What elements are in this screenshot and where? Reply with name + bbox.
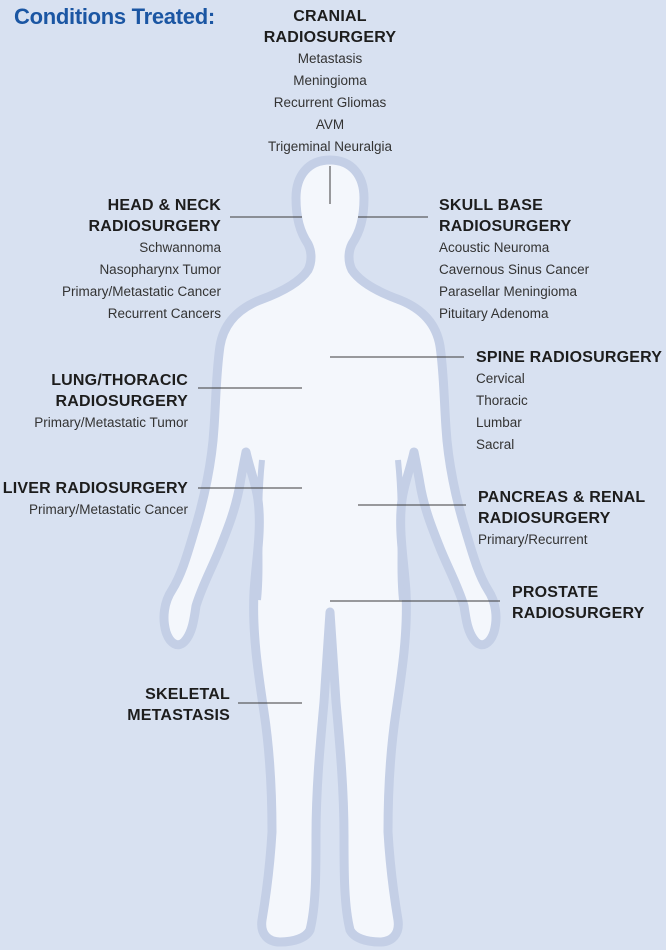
head-neck-block: HEAD & NECK RADIOSURGERY Schwannoma Naso…: [62, 195, 221, 325]
spine-block: SPINE RADIOSURGERY Cervical Thoracic Lum…: [476, 347, 662, 456]
head-neck-item: Recurrent Cancers: [62, 303, 221, 325]
page-title: Conditions Treated:: [14, 4, 215, 30]
prostate-heading-line-2: RADIOSURGERY: [512, 603, 645, 624]
pancreas-block: PANCREAS & RENAL RADIOSURGERY Primary/Re…: [478, 487, 645, 551]
skull-base-block: SKULL BASE RADIOSURGERY Acoustic Neuroma…: [439, 195, 589, 325]
lung-block: LUNG/THORACIC RADIOSURGERY Primary/Metas…: [34, 370, 188, 434]
lung-heading-line-2: RADIOSURGERY: [34, 391, 188, 412]
cranial-item: Meningioma: [230, 70, 430, 92]
spine-heading: SPINE RADIOSURGERY: [476, 347, 662, 368]
spine-item: Thoracic: [476, 390, 662, 412]
prostate-heading-line-1: PROSTATE: [512, 582, 645, 603]
prostate-block: PROSTATE RADIOSURGERY: [512, 582, 645, 624]
cranial-block: CRANIAL RADIOSURGERY Metastasis Meningio…: [230, 6, 430, 158]
arm-separation-left: [258, 460, 262, 600]
skull-base-heading-line-1: SKULL BASE: [439, 195, 589, 216]
skeletal-heading-line-1: SKELETAL: [127, 684, 230, 705]
skeletal-block: SKELETAL METASTASIS: [127, 684, 230, 726]
head-neck-heading-line-2: RADIOSURGERY: [62, 216, 221, 237]
cranial-heading-line-2: RADIOSURGERY: [230, 27, 430, 48]
liver-heading: LIVER RADIOSURGERY: [3, 478, 188, 499]
pancreas-heading-line-2: RADIOSURGERY: [478, 508, 645, 529]
head-neck-heading-line-1: HEAD & NECK: [62, 195, 221, 216]
head-neck-item: Primary/Metastatic Cancer: [62, 281, 221, 303]
liver-item: Primary/Metastatic Cancer: [3, 499, 188, 521]
skull-base-item: Parasellar Meningioma: [439, 281, 589, 303]
head-neck-item: Schwannoma: [62, 237, 221, 259]
skull-base-item: Acoustic Neuroma: [439, 237, 589, 259]
lung-item: Primary/Metastatic Tumor: [34, 412, 188, 434]
spine-item: Lumbar: [476, 412, 662, 434]
skull-base-item: Cavernous Sinus Cancer: [439, 259, 589, 281]
skull-base-item: Pituitary Adenoma: [439, 303, 589, 325]
cranial-heading-line-1: CRANIAL: [230, 6, 430, 27]
spine-item: Cervical: [476, 368, 662, 390]
pancreas-heading-line-1: PANCREAS & RENAL: [478, 487, 645, 508]
skeletal-heading-line-2: METASTASIS: [127, 705, 230, 726]
skull-base-heading-line-2: RADIOSURGERY: [439, 216, 589, 237]
cranial-item: AVM: [230, 114, 430, 136]
pancreas-item: Primary/Recurrent: [478, 529, 645, 551]
lung-heading-line-1: LUNG/THORACIC: [34, 370, 188, 391]
spine-item: Sacral: [476, 434, 662, 456]
liver-block: LIVER RADIOSURGERY Primary/Metastatic Ca…: [3, 478, 188, 521]
cranial-item: Metastasis: [230, 48, 430, 70]
cranial-item: Recurrent Gliomas: [230, 92, 430, 114]
head-neck-item: Nasopharynx Tumor: [62, 259, 221, 281]
arm-separation-right: [398, 460, 402, 600]
cranial-item: Trigeminal Neuralgia: [230, 136, 430, 158]
